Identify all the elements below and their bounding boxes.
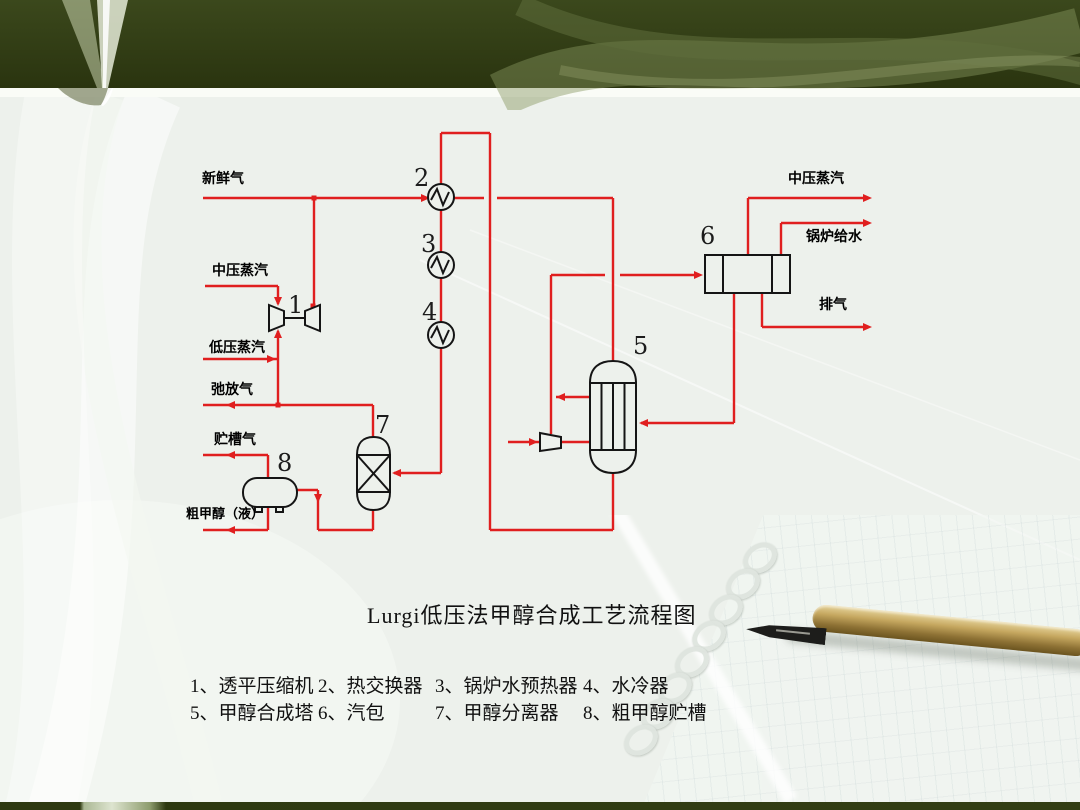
legend-item-2: 2、热交换器	[318, 676, 423, 697]
ejector-symbol	[539, 431, 562, 453]
diagram-title: Lurgi低压法甲醇合成工艺流程图	[367, 603, 697, 628]
legend-item-6: 6、汽包	[318, 703, 385, 724]
stream-label-purge-gas: 弛放气	[211, 382, 253, 398]
stream-label-boiler-feed-water: 锅炉给水	[806, 229, 862, 245]
legend-item-5: 5、甲醇合成塔	[190, 703, 314, 724]
stream-label-mp-steam-in: 中压蒸汽	[212, 263, 268, 279]
equipment-number-7: 7	[375, 411, 391, 439]
turbine-compressor-symbol	[268, 303, 321, 333]
legend-item-3: 3、锅炉水预热器	[435, 676, 578, 697]
equipment-number-6: 6	[700, 222, 716, 250]
footer-bar	[0, 802, 1080, 810]
stream-label-vent-gas: 排气	[819, 297, 847, 313]
heat-exchanger-symbol	[427, 183, 455, 211]
pipe-network	[203, 131, 872, 534]
equipment-number-1: 1	[288, 291, 304, 319]
equipment-number-5: 5	[633, 332, 649, 360]
legend-item-1: 1、透平压缩机	[190, 676, 314, 697]
notebook-pen-watermark	[600, 515, 1080, 805]
stream-label-tank-gas: 贮槽气	[214, 432, 256, 448]
equipment-number-8: 8	[277, 449, 293, 477]
steam-drum-symbol	[704, 254, 791, 294]
stream-label-crude-methanol: 粗甲醇（液）	[186, 507, 265, 522]
equipment-number-4: 4	[422, 298, 438, 326]
stream-label-fresh-gas: 新鲜气	[202, 171, 244, 187]
legend-item-8: 8、粗甲醇贮槽	[583, 703, 707, 724]
stream-label-mp-steam-out: 中压蒸汽	[788, 171, 844, 187]
legend-item-4: 4、水冷器	[583, 676, 669, 697]
methanol-separator-symbol	[355, 435, 392, 512]
synthesis-tower-symbol	[588, 359, 638, 475]
equipment-number-2: 2	[414, 164, 430, 192]
stream-label-lp-steam: 低压蒸汽	[209, 340, 265, 356]
legend-item-7: 7、甲醇分离器	[435, 703, 559, 724]
equipment-number-3: 3	[421, 230, 437, 258]
